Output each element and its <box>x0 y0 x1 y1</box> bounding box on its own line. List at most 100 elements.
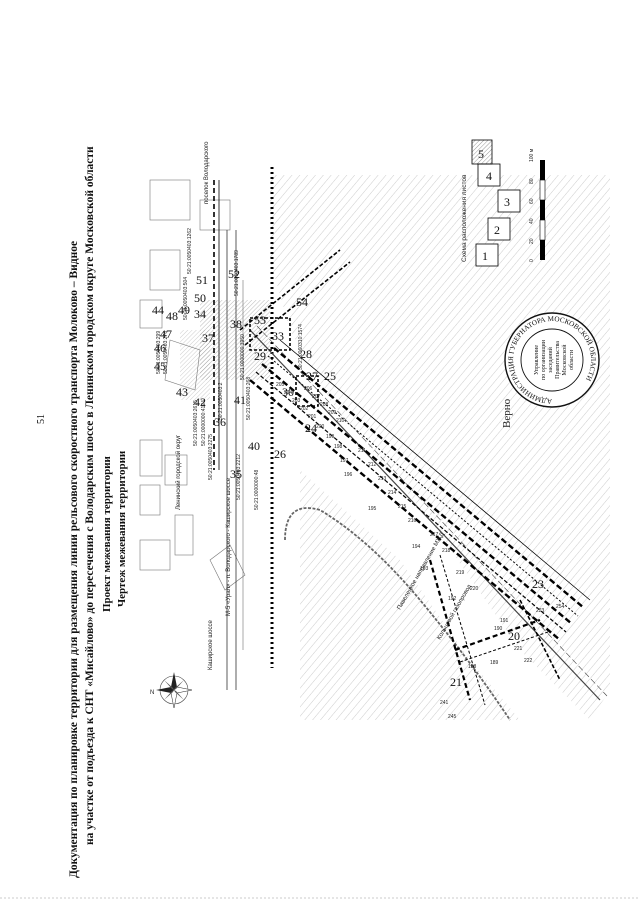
scheme-sheet-1 <box>475 243 499 267</box>
small-label: 214 <box>388 490 397 496</box>
small-label: 199 <box>326 434 335 440</box>
scale-tick: 60 <box>529 198 535 204</box>
parcel-number: 35 <box>230 467 242 481</box>
scale-tick: 40 <box>529 218 535 224</box>
small-label: 208 <box>320 402 329 408</box>
small-label: 189 <box>490 660 499 666</box>
small-label: 190 <box>494 626 503 632</box>
north-label: N <box>150 690 154 696</box>
area-label-volodarsky: поселок Володарского <box>204 141 210 204</box>
parcel-number: 25 <box>324 369 336 383</box>
small-label: 219 <box>456 570 465 576</box>
parcel-number: 49 <box>178 303 190 317</box>
small-label: 198 <box>334 444 343 450</box>
parcel-number: 46 <box>154 341 166 355</box>
cadastral-label: 50:21:0060310:1574 <box>298 324 304 370</box>
scheme-sheet-label: 4 <box>486 169 492 183</box>
scheme-sheet-label: 1 <box>482 249 488 263</box>
small-label: 210 <box>336 418 345 424</box>
parcel-number: 24 <box>305 421 317 435</box>
small-label: 206 <box>304 386 313 392</box>
small-label: 221 <box>514 646 523 652</box>
small-label: 191 <box>500 618 509 624</box>
dense-urban-area <box>200 300 270 380</box>
scheme-sheet-2 <box>487 217 511 241</box>
cadastral-label: 50:21:0050403:1262 <box>187 228 193 274</box>
scheme-title: Схема расположения листов <box>461 174 468 262</box>
cadastral-label: 50:21:0050403:2275 <box>208 434 214 480</box>
cadastral-label: 50:21:0000000:3950 <box>240 334 246 380</box>
road-label-m5: М-5 «Урал» - п. Володарского - Каширское… <box>226 477 232 616</box>
stamp-signature: Верно <box>501 398 513 428</box>
parcel-number: 47 <box>160 327 172 341</box>
parcel-number: 42 <box>194 395 206 409</box>
scale-tick: 0 <box>529 259 535 262</box>
cadastral-label: 50:21:0050403:276 <box>163 331 169 374</box>
parcel-number: 48 <box>166 309 178 323</box>
parcel-number: 36 <box>214 415 226 429</box>
cadastral-label: 50:21:0000000:4124 <box>201 400 207 446</box>
small-label: 215 <box>398 504 407 510</box>
cadastral-label: 50:21:0050403:2615 <box>193 400 199 446</box>
parcel-number: 43 <box>176 385 188 399</box>
scale-bar: 0 20 40 60 80 100 м <box>529 148 546 262</box>
stamp-line: области <box>568 349 575 370</box>
stamp-line: по организации <box>541 339 547 380</box>
small-label: 197 <box>340 458 349 464</box>
small-label: 200 <box>316 424 325 430</box>
small-label: 245 <box>448 714 457 720</box>
parcel-number: 53 <box>254 313 266 327</box>
cadastral-label: 50:21:0050403:2212 <box>236 454 242 500</box>
small-label: 216 <box>408 518 417 524</box>
area-label-leninsky: Ленинский городской округ <box>175 434 182 510</box>
parcel-number: 34 <box>194 307 206 321</box>
parcel-number: 52 <box>228 267 240 281</box>
parcel-number: 23 <box>532 577 544 591</box>
parcel-number: 40 <box>248 439 260 453</box>
small-label: 212 <box>368 462 377 468</box>
small-label: 254 <box>556 604 565 610</box>
parcel-number: 44 <box>152 303 164 317</box>
corridor-lines <box>249 339 591 641</box>
small-label: 222 <box>524 658 533 664</box>
hatched-territory-south <box>300 470 520 720</box>
small-label: 207 <box>312 394 321 400</box>
scheme-sheet-5 <box>471 139 493 165</box>
small-label: 209 <box>328 410 337 416</box>
small-label: 220 <box>470 586 479 592</box>
small-label: 202 <box>300 406 309 412</box>
cadastral-label: 50:21:0050403:268 <box>246 377 252 420</box>
parcel-number: 51 <box>196 273 208 287</box>
stamp-line: Правительства <box>555 341 561 379</box>
sheet-layout-scheme: Схема расположения листов 1 2 3 4 5 <box>461 139 521 267</box>
small-label: 196 <box>344 472 353 478</box>
parcel-number: 54 <box>296 295 308 309</box>
official-stamp: АДМИНИСТРАЦИЯ ГУБЕРНАТОРА МОСКОВСКОЙ ОБЛ… <box>501 312 600 428</box>
cadastral-label: 50:21:0000000:48 <box>254 469 260 510</box>
road-label-kashirskoe: Каширское шоссе <box>208 619 214 670</box>
railway-line <box>249 329 601 701</box>
small-label: 241 <box>440 700 449 706</box>
stamp-line: Московской <box>561 344 568 376</box>
small-label: 223 <box>536 608 545 614</box>
small-label: 192 <box>448 596 457 602</box>
scheme-sheet-3 <box>497 189 521 213</box>
parcel-number: 37 <box>202 331 214 345</box>
parcel-number: 27 <box>306 369 318 383</box>
scheme-sheet-label: 2 <box>494 223 500 237</box>
parcel-number: 38 <box>230 317 242 331</box>
small-label: 205 <box>276 382 285 388</box>
parcel-number: 21 <box>450 675 462 689</box>
scheme-sheet-label: 5 <box>478 147 484 161</box>
small-label: 195 <box>368 506 377 512</box>
branch-corridor <box>428 554 561 706</box>
parcel-number: 20 <box>508 629 520 643</box>
scale-tick: 20 <box>529 238 535 244</box>
parcel-number: 41 <box>234 393 246 407</box>
north-arrow-icon <box>156 672 193 709</box>
scheme-sheet-label: 3 <box>504 195 510 209</box>
scale-tick: 100 м <box>529 148 535 162</box>
small-label: 193 <box>420 566 429 572</box>
